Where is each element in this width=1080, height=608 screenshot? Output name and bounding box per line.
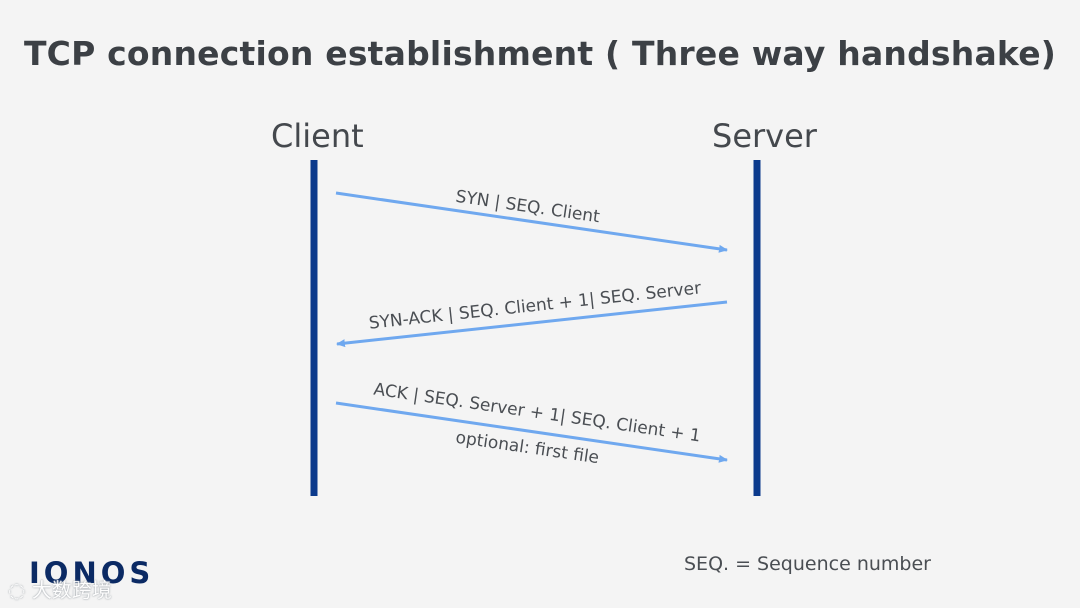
ack-arrow [335, 401, 728, 463]
watermark-icon: ◌ [8, 578, 26, 602]
watermark: ◌ 大数跨境 [8, 574, 112, 603]
syn-arrow [335, 191, 728, 253]
client-label: Client [271, 117, 364, 155]
legend-text: SEQ. = Sequence number [684, 553, 931, 575]
watermark-text: 大数跨境 [31, 578, 112, 602]
diagram-title: TCP connection establishment ( Three way… [23, 34, 1057, 73]
syn-ack-arrow [336, 300, 728, 348]
ionos-logo: IONOS [29, 556, 155, 590]
server-label: Server [712, 117, 817, 155]
